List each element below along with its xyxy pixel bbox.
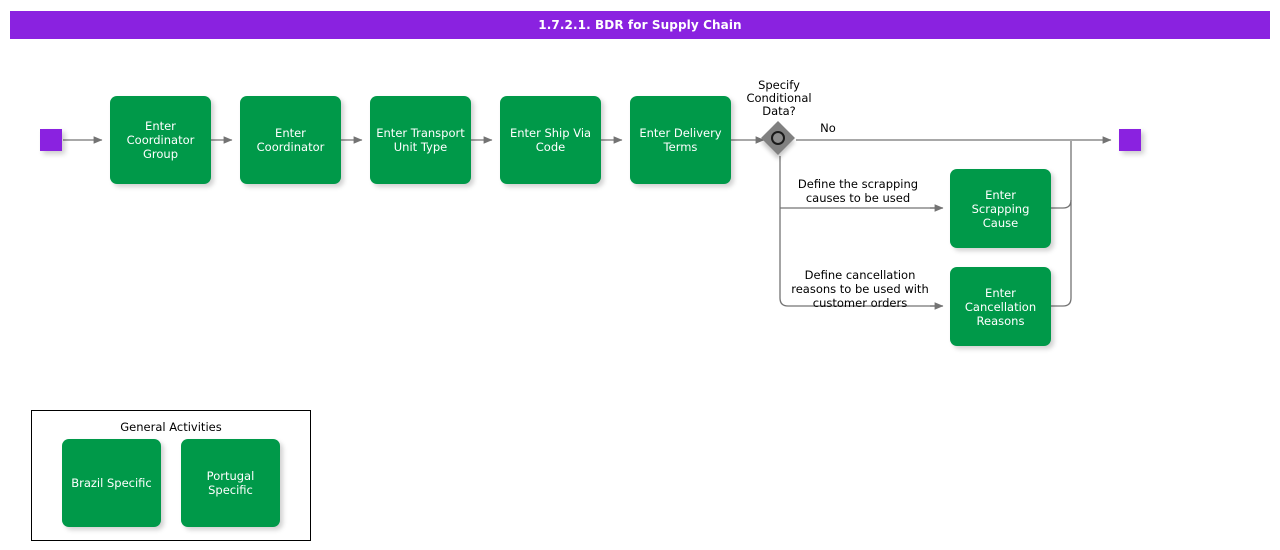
edge-label-scrapping: Define the scrapping causes to be used: [797, 177, 919, 205]
edge-merge-scrapping: [1051, 199, 1072, 209]
task-label: Enter Coordinator Group: [126, 119, 195, 161]
task-enter-transport-unit-type[interactable]: Enter Transport Unit Type: [370, 96, 471, 184]
edge-label-no: No: [820, 121, 836, 135]
edge-merge-cancellation: [1051, 141, 1072, 307]
decision-specify-conditional-data[interactable]: [761, 121, 797, 157]
task-label: Enter Delivery Terms: [639, 126, 722, 154]
task-enter-delivery-terms[interactable]: Enter Delivery Terms: [630, 96, 731, 184]
legend-title: General Activities: [120, 420, 222, 434]
legend-panel: General Activities Brazil Specific Portu…: [31, 410, 311, 541]
diagram-title-bar: 1.7.2.1. BDR for Supply Chain: [10, 11, 1270, 39]
legend-item-portugal-specific[interactable]: Portugal Specific: [181, 439, 280, 527]
start-node[interactable]: [40, 129, 62, 151]
legend-item-brazil-specific[interactable]: Brazil Specific: [62, 439, 161, 527]
task-label: Enter Coordinator: [256, 126, 325, 154]
legend-item-label: Brazil Specific: [71, 476, 152, 490]
task-enter-scrapping-cause[interactable]: Enter Scrapping Cause: [950, 169, 1051, 248]
task-label: Enter Cancellation Reasons: [964, 285, 1037, 328]
legend-item-label: Portugal Specific: [206, 469, 255, 497]
decision-circle-icon: [771, 131, 785, 145]
decision-caption: Specify Conditional Data?: [746, 78, 812, 118]
end-node[interactable]: [1119, 129, 1141, 151]
task-label: Enter Scrapping Cause: [971, 187, 1030, 230]
task-enter-coordinator[interactable]: Enter Coordinator: [240, 96, 341, 184]
edge-label-cancellation: Define cancellation reasons to be used w…: [791, 268, 929, 310]
page-title: 1.7.2.1. BDR for Supply Chain: [538, 18, 742, 32]
task-enter-coordinator-group[interactable]: Enter Coordinator Group: [110, 96, 211, 184]
task-label: Enter Transport Unit Type: [376, 126, 465, 154]
task-enter-cancellation-reasons[interactable]: Enter Cancellation Reasons: [950, 267, 1051, 346]
task-label: Enter Ship Via Code: [509, 126, 592, 154]
task-enter-ship-via-code[interactable]: Enter Ship Via Code: [500, 96, 601, 184]
